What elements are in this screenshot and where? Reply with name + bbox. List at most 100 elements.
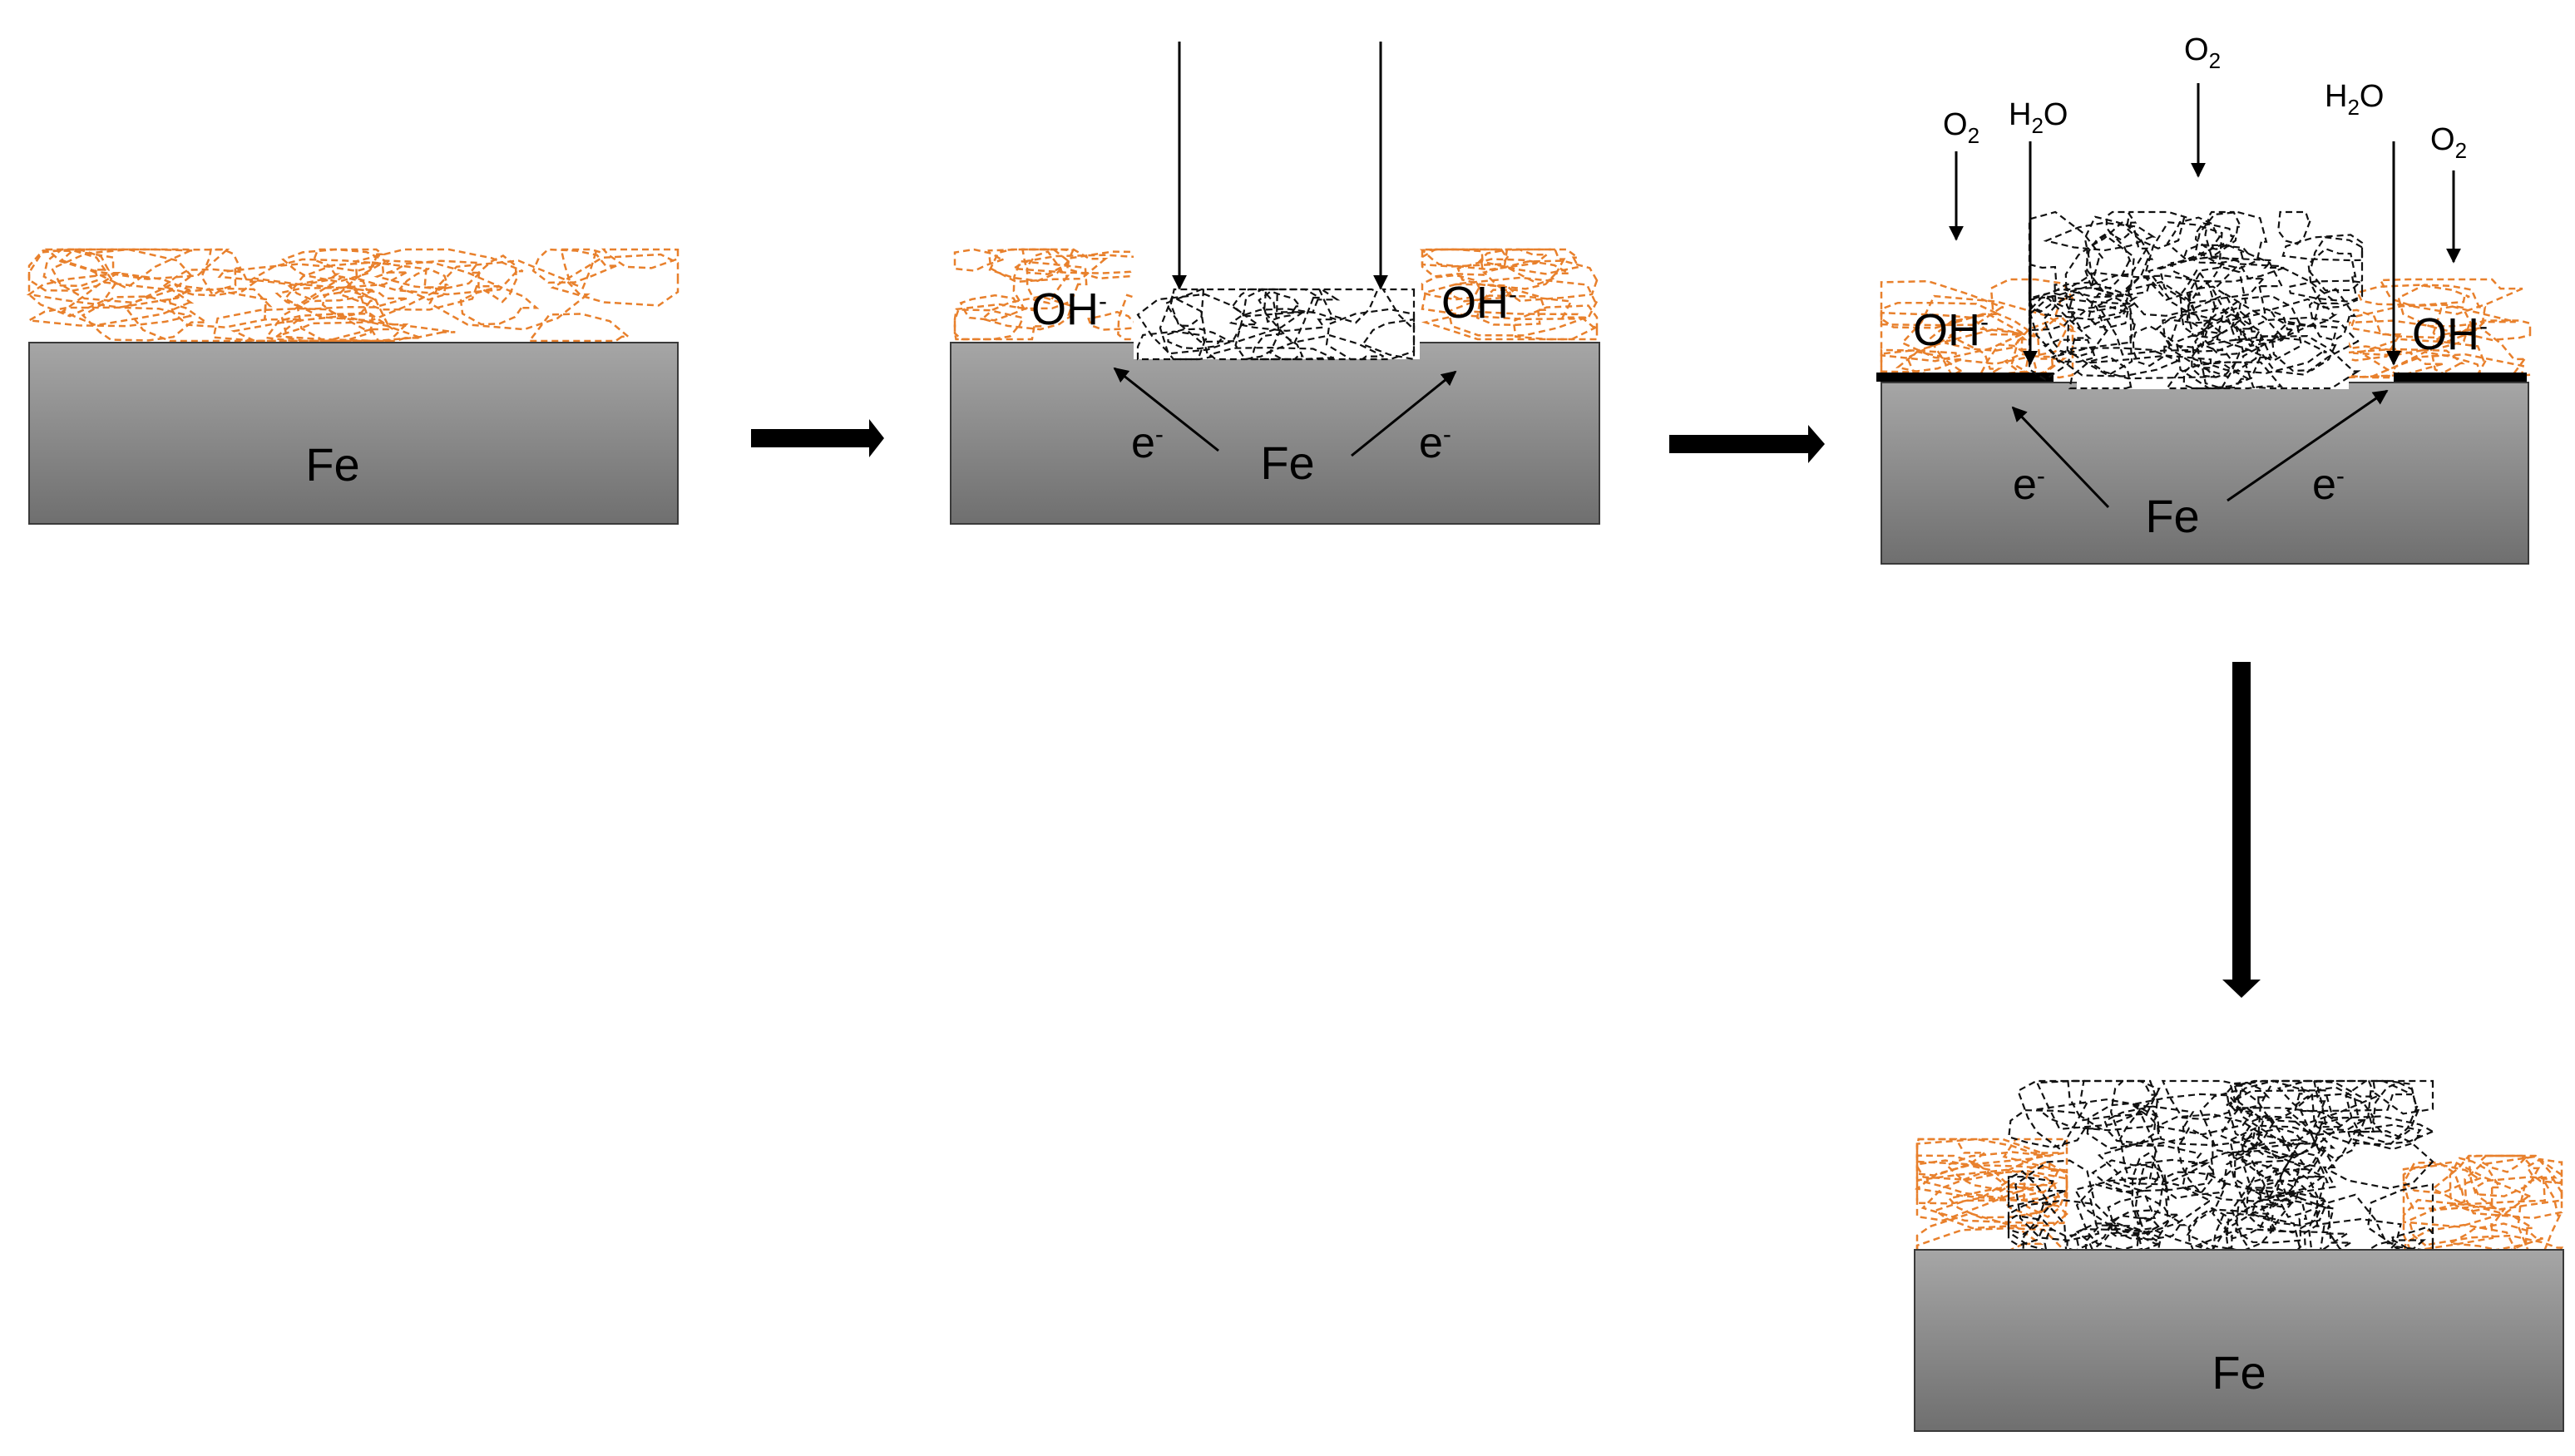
oxide-scribble [312, 248, 386, 273]
oxide-scribble [1475, 289, 1547, 326]
oxide-scribble [1880, 348, 1962, 373]
oxide-scribble [283, 261, 445, 322]
corrosion-scribble [2091, 1159, 2161, 1196]
corrosion-scribble [2028, 296, 2092, 381]
oxide-scribble [459, 285, 540, 326]
oxide-scribble [2378, 278, 2523, 315]
corrosion-scribble [2202, 307, 2261, 356]
oxide-layer-left [1914, 1138, 2069, 1256]
oxide-scribble [373, 259, 483, 290]
corrosion-scribble [2036, 1098, 2159, 1132]
corrosion-scribble [2233, 1132, 2309, 1208]
oxide-scribble [1012, 259, 1088, 310]
corrosion-scribble [2106, 1214, 2161, 1237]
oxide-scribble [601, 248, 680, 269]
oxide-scribble [1947, 1184, 2059, 1219]
corrosion-scribble [2212, 263, 2340, 342]
oxide-scribble [1900, 294, 2077, 365]
oxide-scribble [953, 303, 1044, 341]
oxide-scribble [2449, 1157, 2502, 1212]
corrosion-scribble [1361, 318, 1416, 361]
oxide-scribble [526, 313, 631, 343]
corrosion-scribble [2216, 294, 2303, 363]
oxide-scribble [2349, 304, 2516, 339]
iron-substrate [28, 342, 679, 525]
oxide-scribble [1915, 1159, 2029, 1222]
oxide-scribble [1448, 283, 1516, 303]
corrosion-scribble [2241, 334, 2361, 390]
corrosion-scribble [2228, 1079, 2377, 1124]
thin-arrow-icon [1351, 370, 1457, 457]
oxide-scribble [1880, 311, 2022, 363]
exposed-pit [1134, 249, 1420, 359]
corrosion-scribble [2366, 1183, 2434, 1252]
electron-label-right: e- [1419, 419, 1451, 467]
stage-1: Fe [25, 248, 680, 525]
oxide-scribble [953, 248, 1004, 272]
corrosion-scribble [2226, 1081, 2271, 1113]
corrosion-scribble [2325, 1130, 2434, 1190]
oxide-scribble [287, 275, 378, 303]
thin-arrow-icon [2227, 389, 2389, 502]
substrate-label: Fe [1260, 437, 1314, 489]
corrosion-scribble [2281, 234, 2364, 262]
oxide-scribble [1421, 248, 1485, 278]
corrosion-scribble [2084, 230, 2132, 290]
corrosion-scribble [1136, 330, 1213, 361]
corrosion-scribble [2212, 1152, 2275, 1240]
oxide-scribble [354, 248, 524, 296]
oxide-scribble [168, 287, 273, 328]
oxide-scribble [2467, 1154, 2541, 1197]
corrosion-scribble [2303, 1217, 2427, 1257]
oxide-scribble [1944, 327, 2028, 353]
oxide-scribble [161, 268, 259, 297]
oxide-scribble [2432, 305, 2474, 349]
corrosion-scribble [2008, 1109, 2103, 1149]
oxide-scribble [1880, 301, 1999, 329]
corrosion-scribble [1159, 295, 1208, 361]
corrosion-scribble [1317, 288, 1379, 324]
oxide-scribble [1915, 1138, 2046, 1182]
corrosion-scribble [2119, 1108, 2158, 1181]
oxide-scribble [200, 248, 243, 297]
hydroxide-label-left: OH- [1031, 284, 1107, 334]
iron-substrate [1914, 1249, 2564, 1432]
corrosion-scribble [2028, 287, 2138, 321]
corrosion-product [2007, 1079, 2435, 1257]
oxide-scribble [1421, 274, 1481, 301]
oxide-scribble [2402, 1161, 2466, 1210]
oxide-scribble [531, 248, 617, 284]
hydroxide-label-left: OH- [1913, 305, 1989, 355]
corrosion-scribble [2177, 1127, 2215, 1195]
oxide-layer-right [1419, 248, 1599, 341]
oxide-scribble [560, 248, 601, 289]
oxide-scribble [1917, 1168, 2059, 1201]
thin-arrow-icon [2011, 406, 2110, 509]
corrosion-scribble [2159, 1171, 2229, 1199]
iron-substrate [950, 342, 1600, 525]
corrosion-scribble [2086, 1102, 2160, 1150]
corrosion-scribble [2097, 280, 2212, 356]
corrosion-scribble [2103, 1105, 2195, 1146]
oxide-scribble [60, 281, 195, 327]
corrosion-scribble [2110, 1209, 2188, 1241]
corrosion-scribble [2227, 1138, 2336, 1198]
corrosion-scribble [2125, 274, 2201, 317]
oxide-scribble [1915, 1138, 2064, 1166]
corrosion-scribble [2207, 1194, 2354, 1257]
thick-down-arrow-icon [2222, 662, 2261, 998]
corrosion-scribble [2271, 321, 2338, 373]
oxygen-label-center: O2 [2184, 32, 2221, 73]
corrosion-scribble [2050, 347, 2180, 378]
electron-label-left: e- [2013, 461, 2045, 509]
corrosion-scribble [1228, 308, 1337, 333]
substrate-label: Fe [305, 438, 359, 491]
corrosion-scribble [2086, 220, 2154, 297]
oxide-scribble [1915, 1154, 2011, 1205]
water-label-right: H2O [2325, 79, 2384, 120]
corrosion-scribble [1231, 288, 1341, 318]
corrosion-scribble [2182, 1149, 2325, 1203]
thick-right-arrow-icon [1669, 425, 1825, 463]
corrosion-product [2028, 210, 2364, 390]
